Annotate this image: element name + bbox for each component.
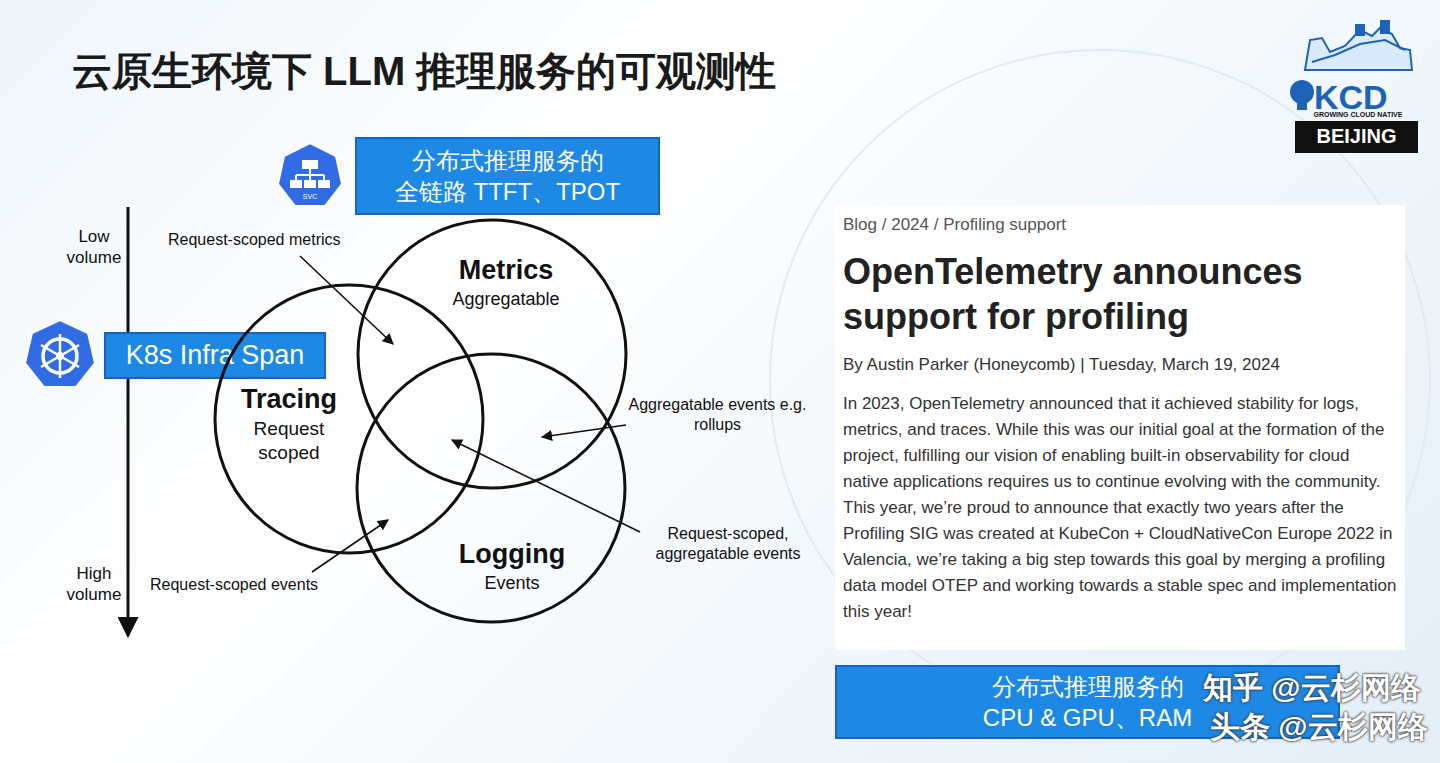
axis-label: High volume	[60, 563, 128, 606]
logo-city: BEIJING	[1295, 124, 1418, 149]
blog-title: OpenTelemetry announces support for prof…	[843, 249, 1397, 339]
k8s-icon	[25, 320, 95, 387]
box-label: K8s Infra Span	[126, 338, 305, 373]
annotation: Aggregatable events e.g. rollups	[620, 395, 815, 435]
blog-byline: By Austin Parker (Honeycomb) | Tuesday, …	[843, 355, 1397, 375]
callout-box: K8s Infra Span	[104, 332, 326, 379]
slide-title: 云原生环境下 LLM 推理服务的可观测性	[72, 44, 776, 99]
circle-subtext: Aggregatable	[421, 288, 591, 311]
annotation: Request-scoped metrics	[168, 230, 341, 250]
blog-panel: Blog / 2024 / Profiling supportOpenTelem…	[835, 205, 1405, 650]
circle-subtext: Events	[437, 572, 587, 595]
circle-text: LoggingEvents	[437, 538, 587, 594]
box-label: 分布式推理服务的 CPU & GPU、RAM	[972, 671, 1204, 733]
watermark: 知乎 @云杉网络	[1203, 669, 1421, 707]
leader-arrow	[312, 520, 388, 572]
box-label: 分布式推理服务的 全链路 TTFT、TPOT	[383, 145, 633, 207]
volume-axis	[127, 207, 130, 636]
circle-text: MetricsAggregatable	[421, 254, 591, 310]
kcd-logo-art	[1290, 20, 1418, 153]
circle-heading: Tracing	[237, 383, 342, 417]
annotation: Request-scoped, aggregatable events	[642, 524, 814, 564]
callout-box: 分布式推理服务的 全链路 TTFT、TPOT	[355, 137, 660, 215]
axis-label: Low volume	[60, 226, 128, 269]
circle-text: TracingRequest scoped	[237, 383, 342, 464]
circle-subtext: Request scoped	[237, 417, 342, 465]
svc-icon	[278, 143, 342, 206]
circle-heading: Metrics	[421, 254, 591, 288]
watermark: 头条 @云杉网络	[1210, 708, 1428, 746]
circle-heading: Logging	[437, 538, 587, 572]
leader-arrow	[300, 256, 393, 344]
breadcrumb: Blog / 2024 / Profiling support	[843, 215, 1397, 235]
icon-label: SVC	[298, 193, 322, 202]
annotation: Request-scoped events	[150, 575, 318, 595]
blog-body: In 2023, OpenTelemetry announced that it…	[843, 391, 1397, 625]
bg-arc	[770, 50, 1430, 710]
venn-circle: TracingRequest scoped	[213, 283, 485, 555]
venn-circle: LoggingEvents	[355, 352, 627, 624]
